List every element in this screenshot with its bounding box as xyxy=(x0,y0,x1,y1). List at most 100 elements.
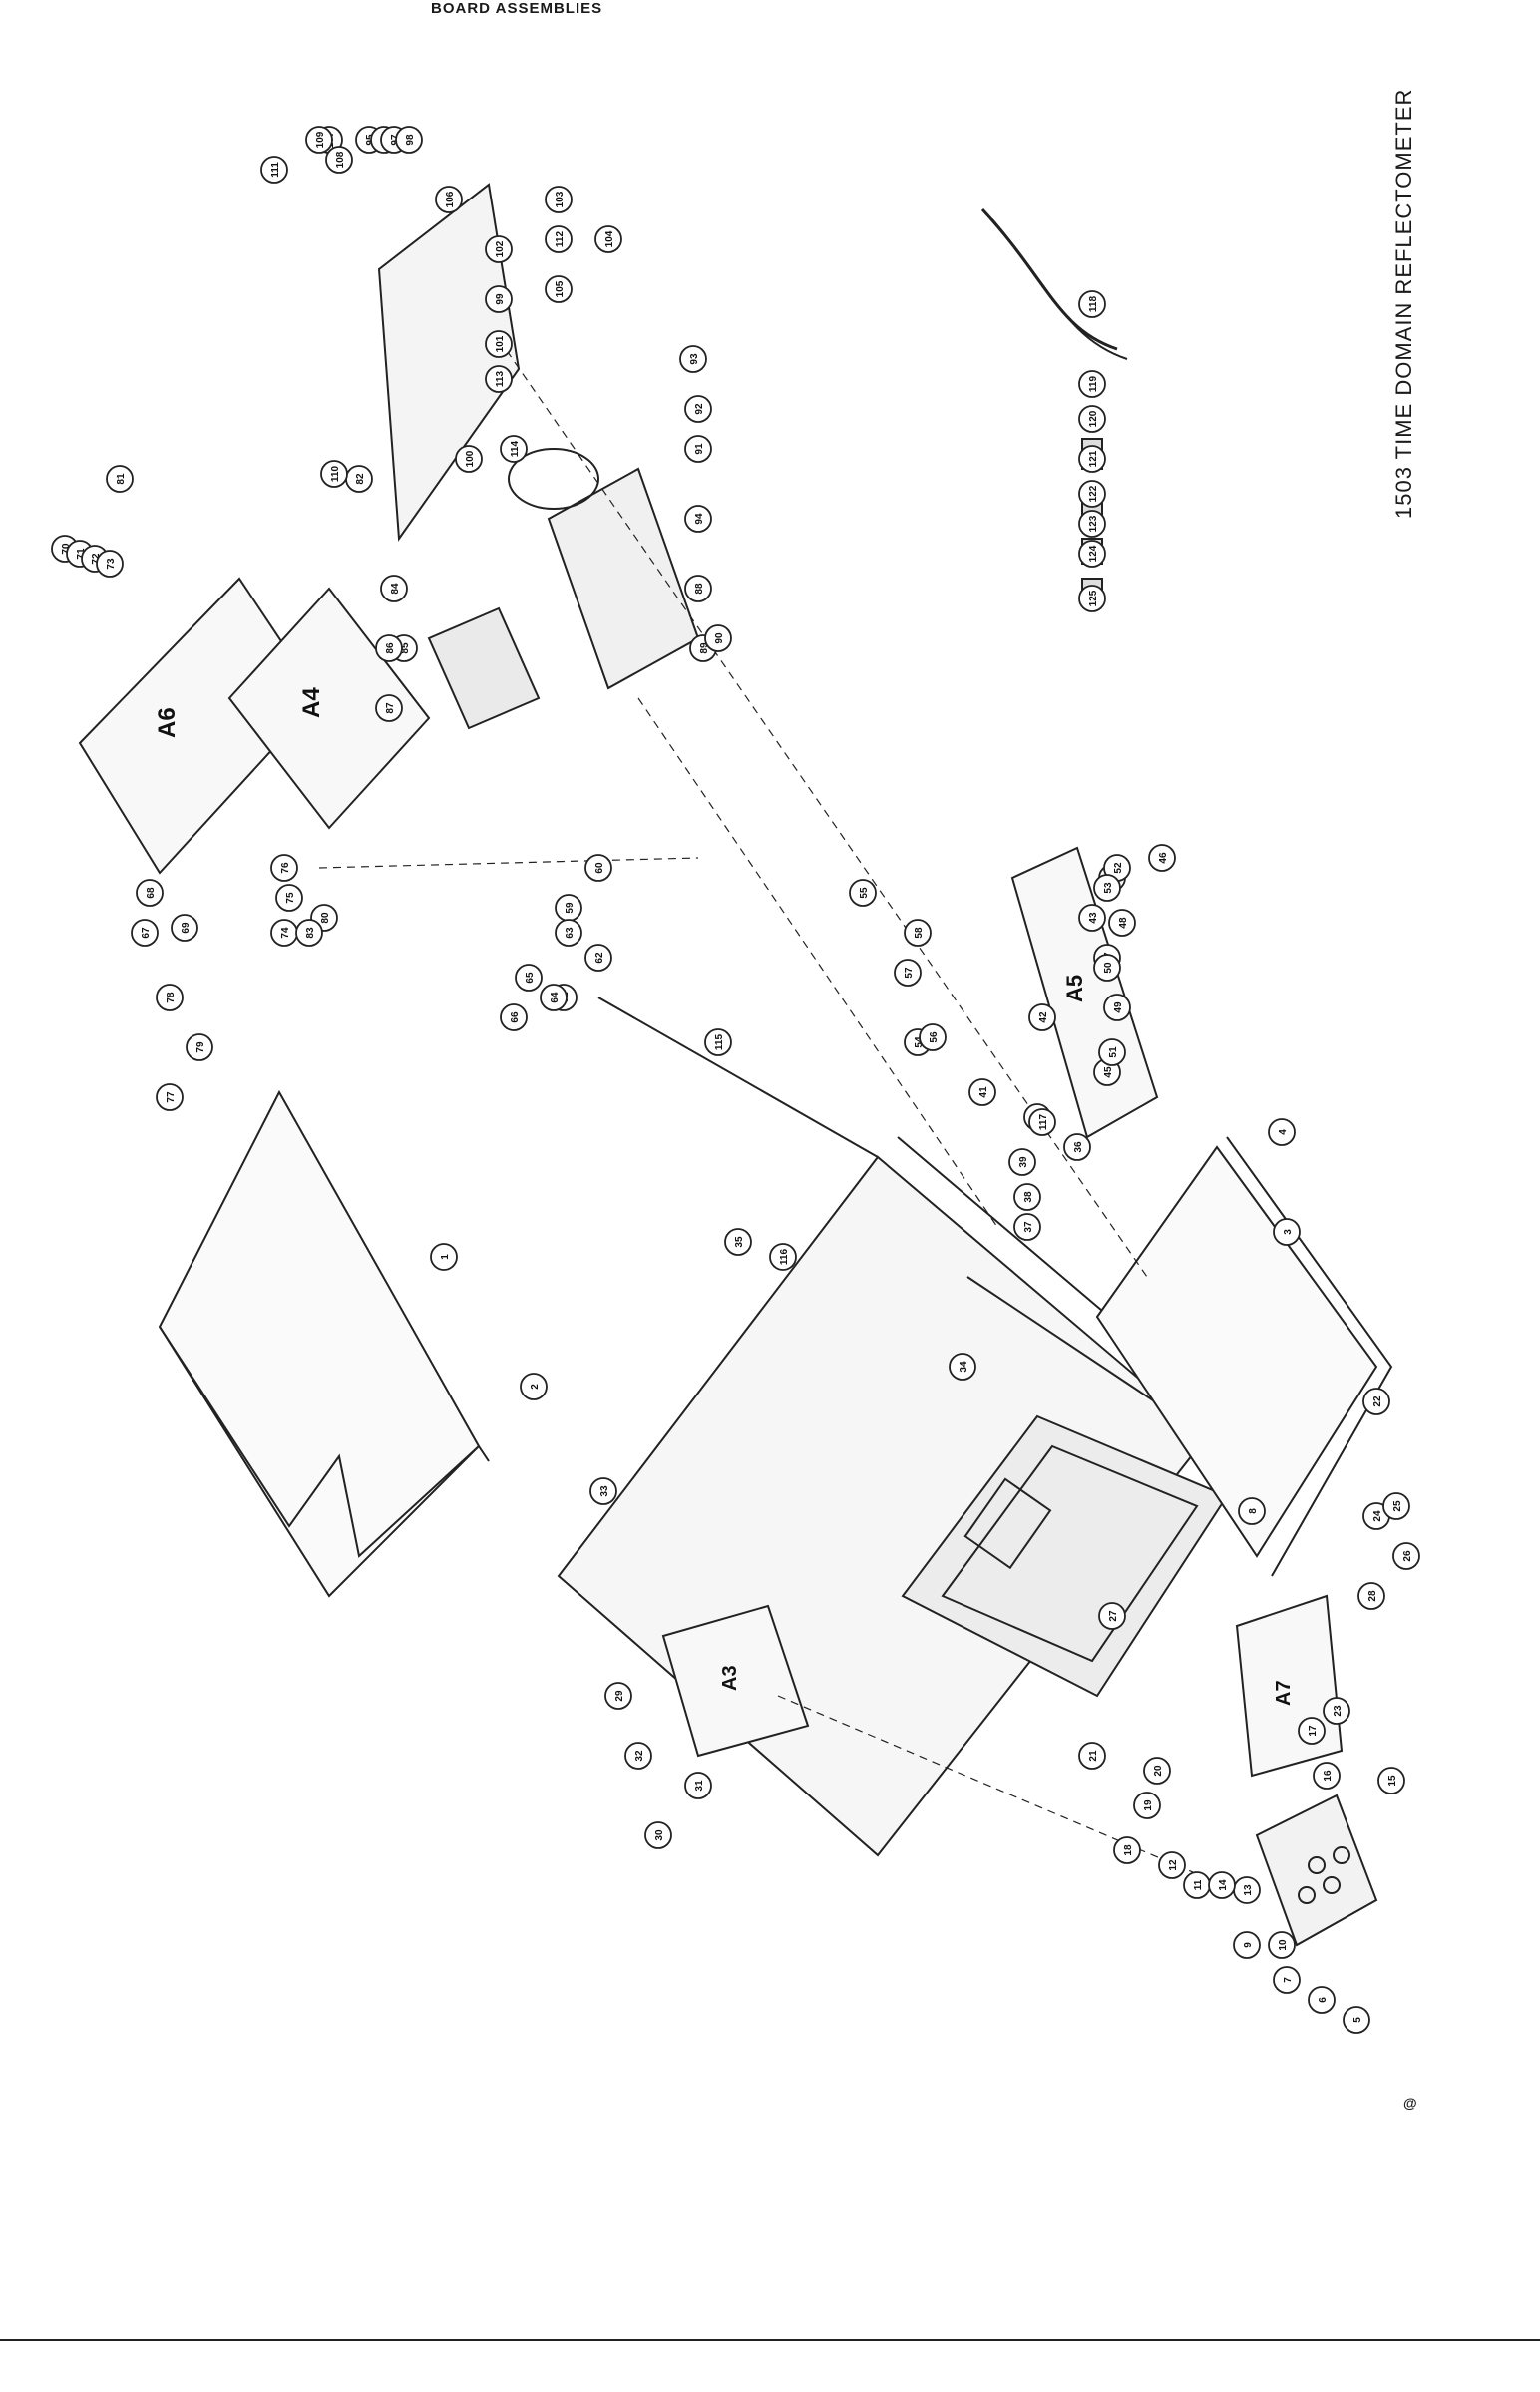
callout-109: 109 xyxy=(305,126,333,154)
callout-46: 46 xyxy=(1148,844,1176,872)
callout-32: 32 xyxy=(624,1742,652,1770)
callout-label: 42 xyxy=(1038,1011,1049,1023)
callout-label: 117 xyxy=(1038,1113,1049,1130)
callout-94: 94 xyxy=(684,505,712,533)
callout-label: 10 xyxy=(1278,1939,1289,1951)
callout-label: 105 xyxy=(555,280,566,297)
callout-label: 113 xyxy=(495,370,506,387)
callout-112: 112 xyxy=(545,225,573,253)
callout-117: 117 xyxy=(1028,1108,1056,1136)
callout-label: 66 xyxy=(510,1011,521,1023)
board-label-a4: A4 xyxy=(298,687,325,718)
callout-99: 99 xyxy=(485,285,513,313)
callout-label: 64 xyxy=(550,992,561,1003)
board-a3: A3 xyxy=(661,1604,810,1758)
callout-label: 100 xyxy=(465,450,476,467)
callout-29: 29 xyxy=(604,1682,632,1710)
main-chassis xyxy=(557,997,1229,1857)
callout-3: 3 xyxy=(1273,1218,1301,1246)
callout-43: 43 xyxy=(1078,904,1106,932)
callout-label: 15 xyxy=(1387,1775,1398,1787)
callout-label: 54 xyxy=(914,1036,925,1048)
callout-18: 18 xyxy=(1113,1836,1141,1864)
callout-label: 46 xyxy=(1158,852,1169,864)
callout-88: 88 xyxy=(684,575,712,602)
callout-label: 121 xyxy=(1088,450,1099,467)
callout-label: 124 xyxy=(1088,545,1099,562)
callout-91: 91 xyxy=(684,435,712,463)
callout-label: 38 xyxy=(1023,1191,1034,1203)
callout-100: 100 xyxy=(455,445,483,473)
callout-114: 114 xyxy=(500,435,528,463)
callout-62: 62 xyxy=(584,944,612,972)
callout-label: 36 xyxy=(1073,1141,1084,1153)
callout-label: 78 xyxy=(166,992,177,1003)
callout-120: 120 xyxy=(1078,405,1106,433)
board-label-a3: A3 xyxy=(719,1665,741,1691)
callout-label: 20 xyxy=(1153,1765,1164,1777)
callout-8: 8 xyxy=(1238,1497,1266,1525)
callout-label: 114 xyxy=(510,440,521,457)
callout-label: 94 xyxy=(694,513,705,525)
callout-label: 28 xyxy=(1367,1590,1378,1602)
callout-121: 121 xyxy=(1078,445,1106,473)
callout-124: 124 xyxy=(1078,540,1106,568)
callout-110: 110 xyxy=(320,460,348,488)
callout-102: 102 xyxy=(485,235,513,263)
callout-37: 37 xyxy=(1013,1213,1041,1241)
callout-23: 23 xyxy=(1323,1697,1350,1725)
callout-label: 120 xyxy=(1088,410,1099,427)
callout-19: 19 xyxy=(1133,1792,1161,1819)
callout-65: 65 xyxy=(515,964,543,992)
board-label-a7: A7 xyxy=(1273,1680,1295,1706)
callout-14: 14 xyxy=(1208,1871,1236,1899)
callout-label: 67 xyxy=(141,927,152,939)
callout-30: 30 xyxy=(644,1821,672,1849)
callout-101: 101 xyxy=(485,330,513,358)
callout-92: 92 xyxy=(684,395,712,423)
callout-125: 125 xyxy=(1078,585,1106,612)
callout-17: 17 xyxy=(1298,1717,1326,1745)
callout-label: 85 xyxy=(400,642,411,654)
callout-label: 75 xyxy=(285,892,296,904)
callout-label: 49 xyxy=(1113,1001,1124,1013)
callout-93: 93 xyxy=(679,345,707,373)
board-a4: A4 xyxy=(227,587,431,830)
callout-label: 16 xyxy=(1323,1770,1334,1782)
callout-53: 53 xyxy=(1093,874,1121,902)
callout-label: 1 xyxy=(440,1254,451,1260)
callout-label: 27 xyxy=(1108,1610,1119,1622)
callout-56: 56 xyxy=(919,1023,947,1051)
callout-label: 23 xyxy=(1333,1705,1344,1717)
callout-label: 118 xyxy=(1088,295,1099,312)
callout-16: 16 xyxy=(1313,1762,1341,1790)
callout-label: 98 xyxy=(405,134,416,146)
callout-82: 82 xyxy=(345,465,373,493)
callout-34: 34 xyxy=(949,1353,976,1381)
callout-label: 110 xyxy=(330,465,341,482)
callout-label: 77 xyxy=(166,1091,177,1103)
callout-5: 5 xyxy=(1343,2006,1370,2034)
callout-123: 123 xyxy=(1078,510,1106,538)
callout-label: 43 xyxy=(1088,912,1099,924)
callout-label: 74 xyxy=(280,927,291,939)
page-header: BOARD ASSEMBLIES xyxy=(431,0,603,17)
callout-59: 59 xyxy=(555,894,582,922)
callout-label: 18 xyxy=(1123,1844,1134,1856)
callout-label: 93 xyxy=(689,353,700,365)
callout-label: 25 xyxy=(1392,1500,1403,1512)
callout-label: 79 xyxy=(195,1041,206,1053)
rear-assembly xyxy=(377,183,700,690)
terminal-panel xyxy=(1255,1794,1378,1947)
callout-label: 52 xyxy=(1113,862,1124,874)
callout-42: 42 xyxy=(1028,1003,1056,1031)
callout-27: 27 xyxy=(1098,1602,1126,1630)
callout-label: 7 xyxy=(1283,1977,1294,1983)
callout-label: 31 xyxy=(694,1780,705,1792)
callout-label: 73 xyxy=(106,558,117,570)
callout-41: 41 xyxy=(968,1078,996,1106)
callout-label: 112 xyxy=(555,230,566,247)
callout-label: 103 xyxy=(555,191,566,207)
callout-label: 99 xyxy=(495,293,506,305)
